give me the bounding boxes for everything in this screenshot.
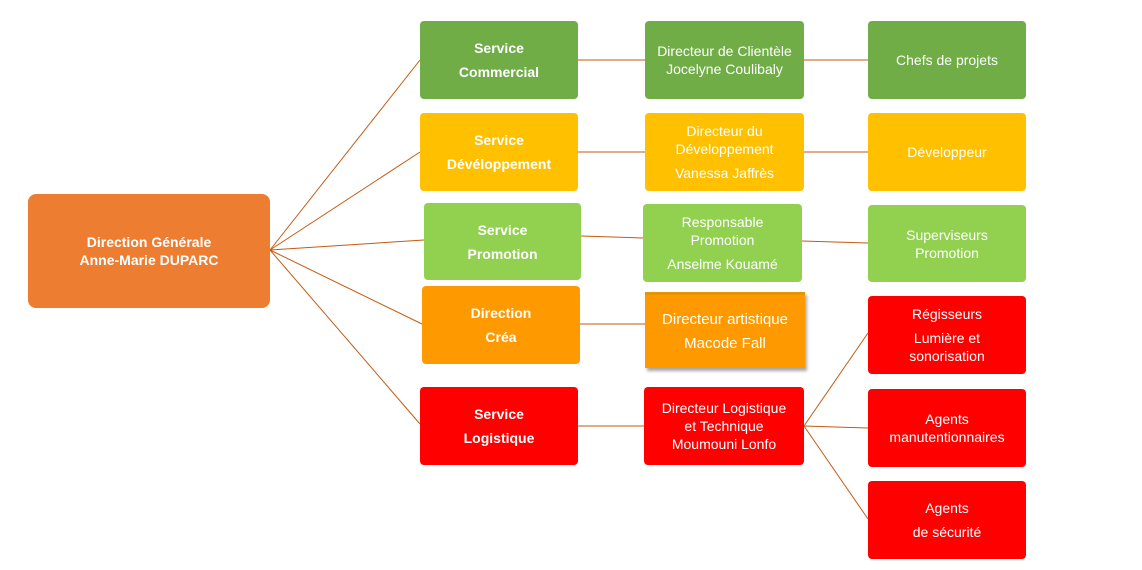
- promotion-manager-name: Anselme Kouamé: [667, 256, 778, 272]
- logistique-manager-title2: et Technique: [684, 418, 764, 434]
- connector-promotion-team: [801, 240, 869, 244]
- connector-logistique-securite: [803, 425, 869, 520]
- logistique-manager-box: Directeur Logistique et Technique Moumou…: [644, 387, 804, 465]
- promotion-manager-box: Responsable Promotion Anselme Kouamé: [643, 204, 802, 282]
- service-logistique-line2: Logistique: [463, 430, 535, 446]
- direction-crea-line1: Direction: [470, 305, 532, 321]
- direction-crea-box: Direction Créa: [422, 286, 580, 364]
- promotion-team-line1: Superviseurs: [906, 226, 988, 243]
- connector-direction-crea: [269, 249, 423, 325]
- crea-manager-name: Macode Fall: [684, 334, 766, 352]
- promotion-team-box: Superviseurs Promotion: [868, 205, 1026, 282]
- developpement-manager-title1: Directeur du: [686, 123, 763, 139]
- direction-crea-line2: Créa: [485, 329, 517, 345]
- service-promotion-box: Service Promotion: [424, 203, 581, 280]
- service-commercial-line2: Commercial: [458, 64, 540, 80]
- promotion-manager-title1: Responsable: [681, 214, 764, 230]
- connector-direction-commercial: [269, 59, 421, 251]
- agents-securite-box: Agents de sécurité: [868, 481, 1026, 559]
- commercial-team-box: Chefs de projets: [868, 21, 1026, 99]
- developpement-manager-box: Directeur du Développement Vanessa Jaffr…: [645, 113, 804, 191]
- service-logistique-line1: Service: [474, 406, 524, 422]
- agents-securite-line1: Agents: [925, 500, 969, 516]
- promotion-manager-title2: Promotion: [690, 232, 755, 248]
- service-developpement-line2: Dévéloppement: [446, 156, 552, 172]
- service-developpement-box: Service Dévéloppement: [420, 113, 578, 191]
- connector-direction-promotion: [269, 239, 425, 251]
- connector-logistique-regisseurs: [803, 332, 869, 427]
- service-logistique-box: Service Logistique: [420, 387, 578, 465]
- crea-manager-box: Directeur artistique Macode Fall: [645, 292, 805, 368]
- connector-direction-logistique: [269, 249, 421, 425]
- promotion-team-line2: Promotion: [915, 244, 979, 261]
- agents-manutention-line1: Agents: [925, 411, 969, 427]
- service-commercial-box: Service Commercial: [420, 21, 578, 99]
- commercial-manager-title: Directeur de Clientèle: [657, 43, 792, 59]
- regisseurs-box: Régisseurs Lumière et sonorisation: [868, 296, 1026, 374]
- commercial-manager-box: Directeur de Clientèle Jocelyne Coulibal…: [645, 21, 804, 99]
- regisseurs-line3: sonorisation: [909, 348, 985, 364]
- agents-manutention-box: Agents manutentionnaires: [868, 389, 1026, 467]
- agents-securite-line2: de sécurité: [912, 524, 982, 540]
- developpement-team-label: Développeur: [907, 144, 987, 160]
- regisseurs-line2: Lumière et: [913, 330, 981, 346]
- developpement-manager-name: Vanessa Jaffrès: [674, 165, 775, 181]
- logistique-manager-title1: Directeur Logistique: [661, 400, 787, 416]
- service-promotion-line1: Service: [477, 221, 528, 238]
- service-commercial-line1: Service: [474, 40, 524, 56]
- service-developpement-line1: Service: [474, 132, 524, 148]
- connector-promotion-manager: [580, 235, 644, 239]
- connector-direction-developpement: [269, 151, 421, 251]
- logistique-manager-name: Moumouni Lonfo: [671, 436, 777, 452]
- regisseurs-line1: Régisseurs: [911, 306, 983, 322]
- crea-manager-title: Directeur artistique: [662, 310, 788, 328]
- agents-manutention-line2: manutentionnaires: [889, 429, 1005, 445]
- direction-generale-name: Anne-Marie DUPARC: [79, 252, 219, 268]
- developpement-team-box: Développeur: [868, 113, 1026, 191]
- commercial-team-label: Chefs de projets: [896, 52, 998, 68]
- service-promotion-line2: Promotion: [467, 245, 538, 262]
- commercial-manager-name: Jocelyne Coulibaly: [666, 61, 783, 77]
- connector-logistique-manutention: [803, 425, 869, 429]
- direction-generale-box: Direction Générale Anne-Marie DUPARC: [28, 194, 270, 308]
- developpement-manager-title2: Développement: [675, 141, 774, 157]
- direction-generale-title: Direction Générale: [86, 234, 212, 250]
